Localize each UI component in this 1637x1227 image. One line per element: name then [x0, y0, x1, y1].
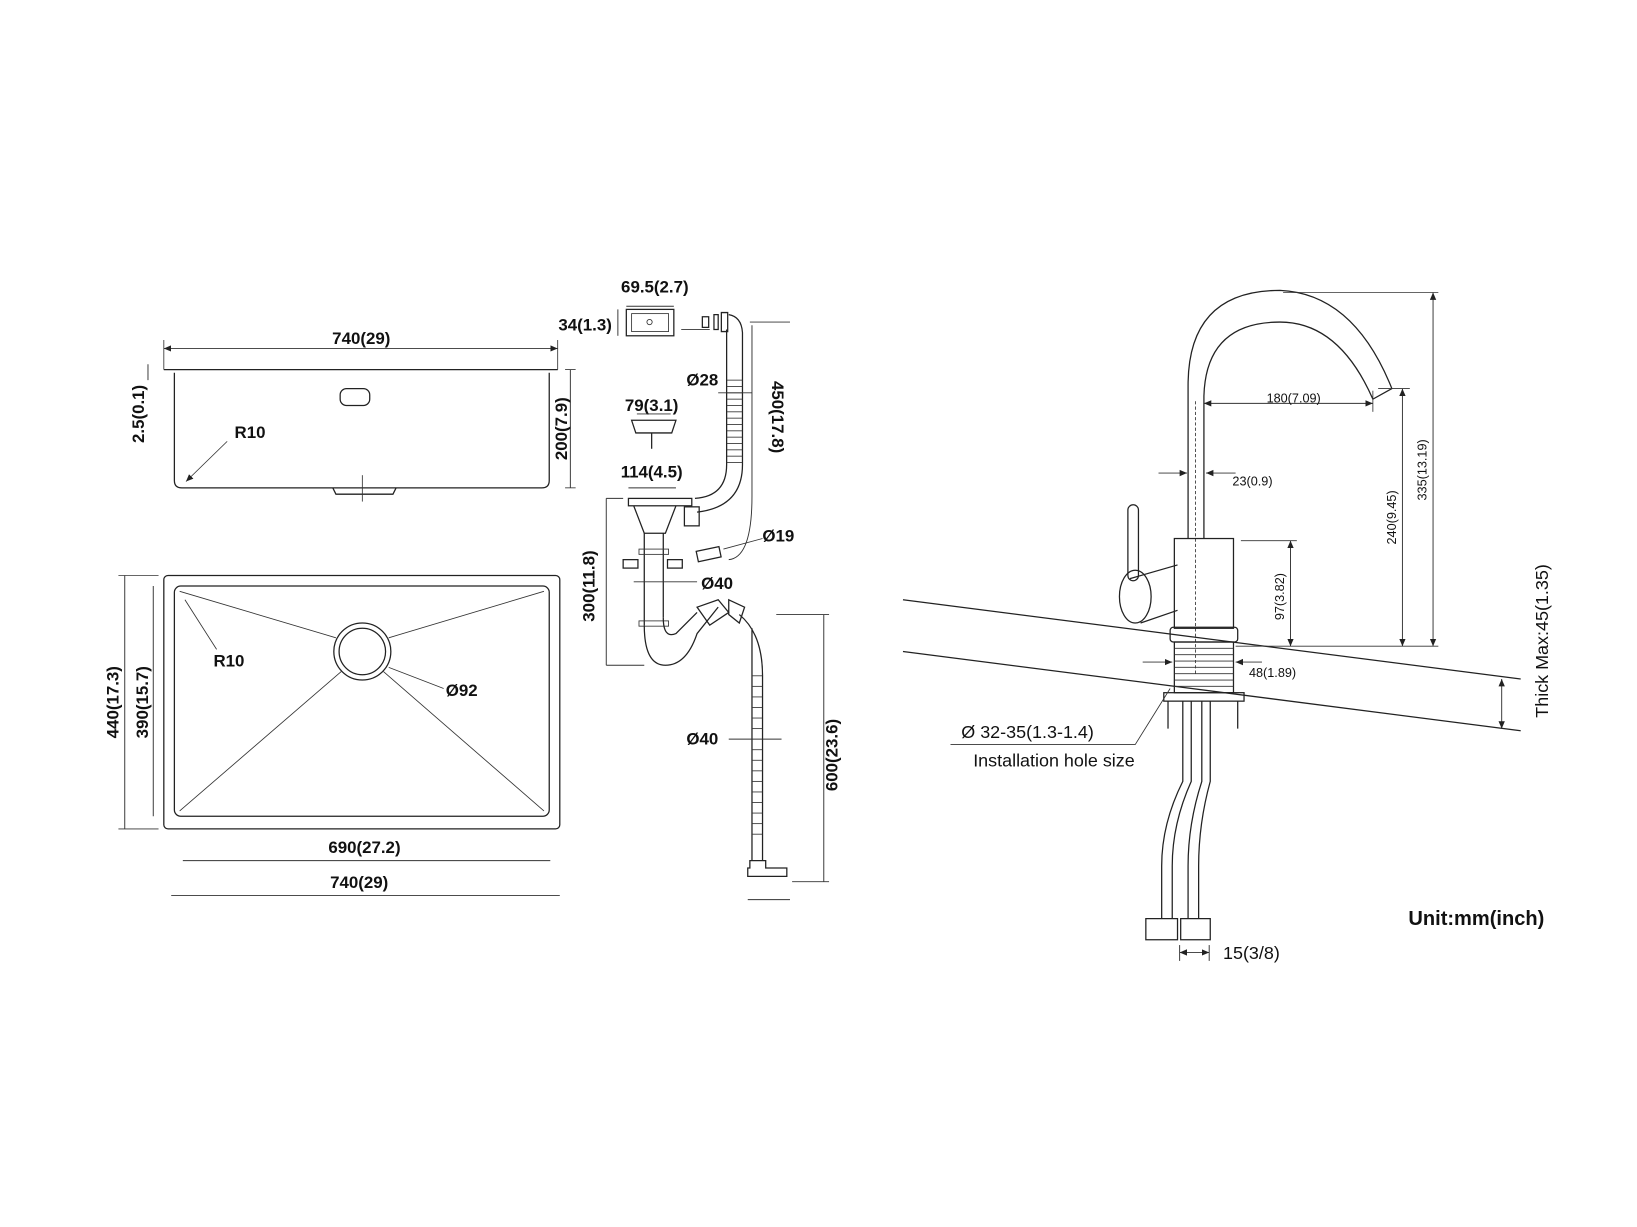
body-height-label: 97(3.82): [1273, 573, 1287, 620]
sink-width-label: 740(29): [332, 329, 390, 348]
side-inlet-diameter-label: Ø19: [762, 527, 794, 546]
sink-depth-label: 200(7.9): [552, 397, 571, 460]
connector-size-label: 15(3/8): [1223, 943, 1280, 963]
sink-inner-width-label: 690(27.2): [328, 838, 400, 857]
sink-outer-width-label: 740(29): [330, 873, 388, 892]
hose-diameter-label: Ø28: [686, 370, 718, 389]
sink-plan-view: 440(17.3) 390(15.7) R10 Ø92 690(27.2) 74…: [103, 574, 561, 896]
flange-width-label: 114(4.5): [621, 462, 683, 481]
drain-diameter-label: Ø92: [446, 681, 478, 700]
drain-assembly: 69.5(2.7) 34(1.3) Ø28 450(17.8) 79(3.1) …: [558, 277, 842, 901]
spout-diameter-label: 23(0.9): [1232, 475, 1272, 489]
installation-hole-label: Installation hole size: [973, 751, 1135, 771]
unit-label: Unit:mm(inch): [1408, 908, 1544, 930]
thickness-label: Thick Max:45(1.35): [1532, 564, 1552, 718]
trap-height-label: 300(11.8): [580, 550, 599, 621]
outlet-diameter-label: Ø40: [686, 729, 718, 748]
sink-outer-height-label: 440(17.3): [103, 666, 122, 738]
spout-height-label: 240(9.45): [1385, 490, 1399, 544]
sink-lip-label: 2.5(0.1): [129, 385, 148, 443]
faucet-drawing: 180(7.09) 23(0.9) 97(3.82) 240(9.45) 335…: [902, 289, 1552, 963]
overflow-width-label: 69.5(2.7): [621, 277, 689, 296]
basket-width-label: 79(3.1): [625, 396, 678, 415]
outlet-length-label: 600(23.6): [823, 719, 842, 791]
sink-plan-radius-label: R10: [213, 651, 244, 670]
base-diameter-label: 48(1.89): [1249, 666, 1296, 680]
hole-size-label: Ø 32-35(1.3-1.4): [961, 722, 1094, 742]
pipe-diameter-label: Ø40: [701, 574, 733, 593]
reach-label: 180(7.09): [1267, 391, 1321, 405]
sink-side-radius-label: R10: [235, 423, 266, 442]
hose-length-label: 450(17.8): [768, 381, 787, 453]
sink-inner-height-label: 390(15.7): [133, 666, 152, 738]
total-height-label: 335(13.19): [1416, 439, 1430, 500]
sink-side-view: 740(29) 200(7.9) 2.5(0.1) R10: [129, 329, 576, 502]
overflow-height-label: 34(1.3): [558, 316, 611, 335]
